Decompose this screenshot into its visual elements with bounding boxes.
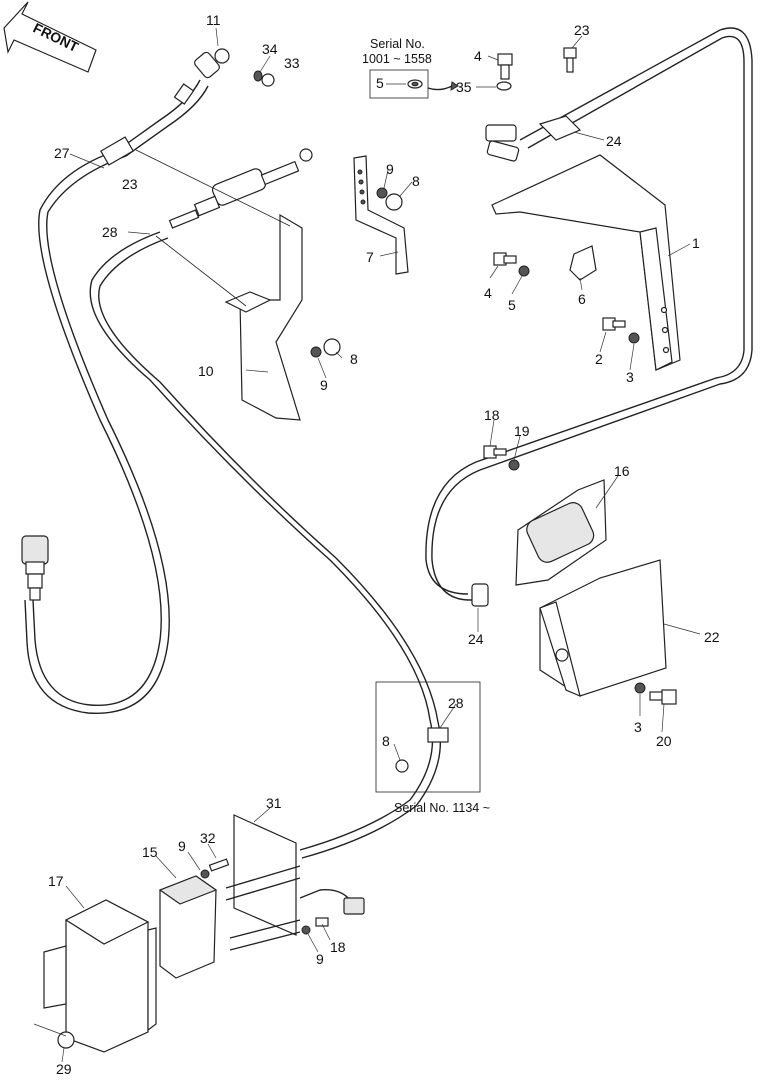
- switch-16: [515, 479, 607, 586]
- label-19: 19: [514, 423, 530, 439]
- label-8-top: 8: [412, 173, 420, 189]
- label-18-mid: 18: [484, 407, 500, 423]
- serial-inset-box-2: [375, 681, 481, 793]
- serial-inset-box: 5: [369, 69, 459, 99]
- label-9-bottom: 9: [316, 951, 324, 967]
- bolt-4-top: [497, 53, 513, 80]
- label-29: 29: [56, 1061, 72, 1077]
- label-9-mid: 9: [320, 377, 328, 393]
- label-2: 2: [595, 351, 603, 367]
- cable-27: [32, 149, 162, 706]
- part-labels: 11 34 33 27 23 28 4 35 23 24 1 4 5 6 2 3…: [48, 12, 720, 1077]
- label-4-mid: 4: [484, 285, 492, 301]
- label-28-inset: 28: [448, 695, 464, 711]
- label-10: 10: [198, 363, 214, 379]
- label-4-top: 4: [474, 48, 482, 64]
- label-28-left: 28: [102, 224, 118, 240]
- label-16: 16: [614, 463, 630, 479]
- leader-lines: [33, 27, 701, 1063]
- cover-17: [43, 899, 157, 1053]
- lever-7: [353, 155, 409, 275]
- label-22: 22: [704, 629, 720, 645]
- label-7: 7: [366, 249, 374, 265]
- bracket-10: [135, 149, 303, 421]
- label-23-top: 23: [574, 22, 590, 38]
- label-20: 20: [656, 733, 672, 749]
- inset-part-label: 5: [376, 75, 384, 91]
- label-27: 27: [54, 145, 70, 161]
- cover-22: [539, 559, 667, 698]
- label-34: 34: [262, 41, 278, 57]
- label-1: 1: [692, 235, 700, 251]
- label-8-inset: 8: [382, 733, 390, 749]
- cable-end-connector: [21, 535, 49, 601]
- label-17: 17: [48, 873, 64, 889]
- label-15: 15: [142, 844, 158, 860]
- label-3-bottom: 3: [634, 719, 642, 735]
- label-9-top: 9: [386, 161, 394, 177]
- rod-loop: [431, 27, 753, 601]
- front-arrow: FRONT: [3, 1, 97, 73]
- label-33: 33: [284, 55, 300, 71]
- serial-note-1-line1: Serial No.: [370, 37, 425, 51]
- label-24-bottom: 24: [468, 631, 484, 647]
- serial-note-1-line2: 1001 ~ 1558: [362, 52, 432, 66]
- label-24-top: 24: [606, 133, 622, 149]
- label-31: 31: [266, 795, 282, 811]
- plate-31: [233, 814, 297, 936]
- label-18-bottom: 18: [330, 939, 346, 955]
- label-8-mid: 8: [350, 351, 358, 367]
- label-32: 32: [200, 830, 216, 846]
- label-3-top: 3: [626, 369, 634, 385]
- label-9-bottom-left: 9: [178, 838, 186, 854]
- module-15: [158, 875, 218, 979]
- label-11: 11: [206, 12, 221, 28]
- label-35: 35: [456, 79, 472, 95]
- clamp-24-top: [485, 115, 582, 162]
- bolt-23-top: [563, 47, 577, 73]
- label-6: 6: [578, 291, 586, 307]
- throttle-cable-end: [168, 148, 313, 229]
- bracket-1: [491, 154, 681, 371]
- label-23-left: 23: [122, 176, 138, 192]
- label-5: 5: [508, 297, 516, 313]
- serial-note-2: Serial No. 1134 ~: [394, 801, 490, 815]
- cable-inner: [89, 231, 434, 851]
